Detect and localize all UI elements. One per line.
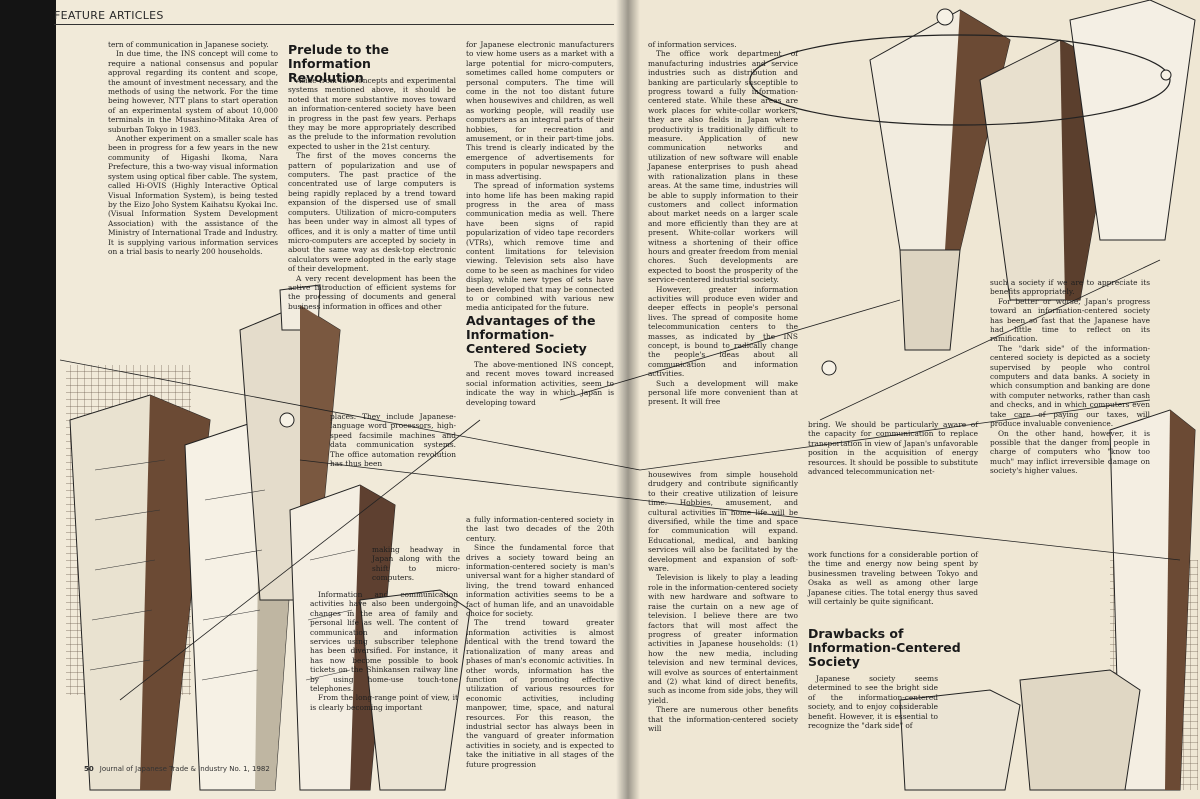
paragraph: However, greater information activities …	[648, 284, 798, 379]
right-column-bottom-1: housewives from simple household drudger…	[648, 470, 798, 733]
left-column-mid2: Information and communication activities…	[310, 590, 458, 712]
left-column-mid: making headway in Japan along with the s…	[372, 545, 460, 583]
section-header: FEATURE ARTICLES	[54, 9, 164, 22]
right-column-right: such a society if we are to appreciate i…	[990, 278, 1150, 476]
paragraph: The spread of information systems into h…	[466, 181, 614, 313]
paragraph: places. They include Japanese-language w…	[330, 412, 456, 469]
right-column-bottom-2: work functions for a considerable portio…	[808, 550, 978, 606]
paragraph: The first of the moves concerns the patt…	[288, 151, 456, 274]
paragraph: work functions for a considerable portio…	[808, 550, 978, 607]
paragraph: for Japanese electronic manufacturers to…	[466, 40, 614, 181]
paragraph: There are numerous other benefits that t…	[648, 705, 798, 733]
heading-prelude: Prelude to the Information Revolution	[288, 42, 390, 85]
paragraph: On the other hand, however, it is possib…	[990, 428, 1150, 476]
paragraph: The trend toward greater information act…	[466, 618, 614, 769]
book-gutter	[616, 0, 640, 799]
paragraph: Since the fundamental force that drives …	[466, 543, 614, 619]
paragraph: In due time, the INS concept will come t…	[108, 49, 278, 134]
left-column-3b: The above-mentioned INS concept, and rec…	[466, 360, 614, 407]
paragraph: Television is likely to play a leading r…	[648, 573, 798, 705]
left-column-2: Aside from the concepts and experimental…	[288, 76, 456, 311]
left-column-1: tern of communication in Japanese societ…	[108, 40, 278, 256]
paragraph: Japanese society seems determined to see…	[808, 674, 938, 731]
paragraph: Another experiment on a smaller scale ha…	[108, 134, 278, 256]
paragraph: Such a development will make personal li…	[648, 378, 798, 407]
paragraph: The office work department of manufactur…	[648, 49, 798, 285]
paragraph: Information and communication activities…	[310, 590, 458, 694]
paragraph: The "dark side" of the information-cente…	[990, 343, 1150, 429]
paragraph: housewives from simple household drudger…	[648, 470, 798, 574]
paragraph: of information services.	[648, 40, 737, 49]
right-column-drawbacks: Japanese society seems determined to see…	[808, 674, 938, 730]
journal-title: Journal of Japanese Trade & Industry No.…	[99, 765, 270, 773]
paragraph: making headway in Japan along with the s…	[372, 545, 460, 583]
page-number: 50	[84, 765, 94, 773]
paragraph: Aside from the concepts and experimental…	[288, 76, 456, 151]
paragraph: bring. We should be particularly aware o…	[808, 420, 978, 477]
right-column-1: of information services. The office work…	[648, 40, 798, 407]
paragraph: For better or worse, Japan's progress to…	[990, 296, 1150, 344]
paragraph: The above-mentioned INS concept, and rec…	[466, 360, 614, 407]
heading-drawbacks: Drawbacks of Information-Centered Societ…	[808, 626, 961, 669]
right-column-mid: bring. We should be particularly aware o…	[808, 420, 978, 476]
paragraph: such a society if we are to appreciate i…	[990, 278, 1150, 297]
heading-advantages: Advantages of the Information-Centered S…	[466, 313, 596, 356]
header-rule	[54, 24, 614, 25]
left-column-3: for Japanese electronic manufacturers to…	[466, 40, 614, 313]
paragraph: A very recent development has been the a…	[288, 273, 456, 311]
paragraph: a fully information-centered society in …	[466, 515, 614, 543]
paragraph: tern of communication in Japanese societ…	[108, 40, 269, 49]
left-column-bottom: a fully information-centered society in …	[466, 515, 614, 769]
paragraph: From the long-range point of view, it is…	[310, 693, 458, 712]
left-column-2b: places. They include Japanese-language w…	[330, 412, 456, 468]
page-footer: 50 Journal of Japanese Trade & Industry N…	[84, 765, 270, 773]
